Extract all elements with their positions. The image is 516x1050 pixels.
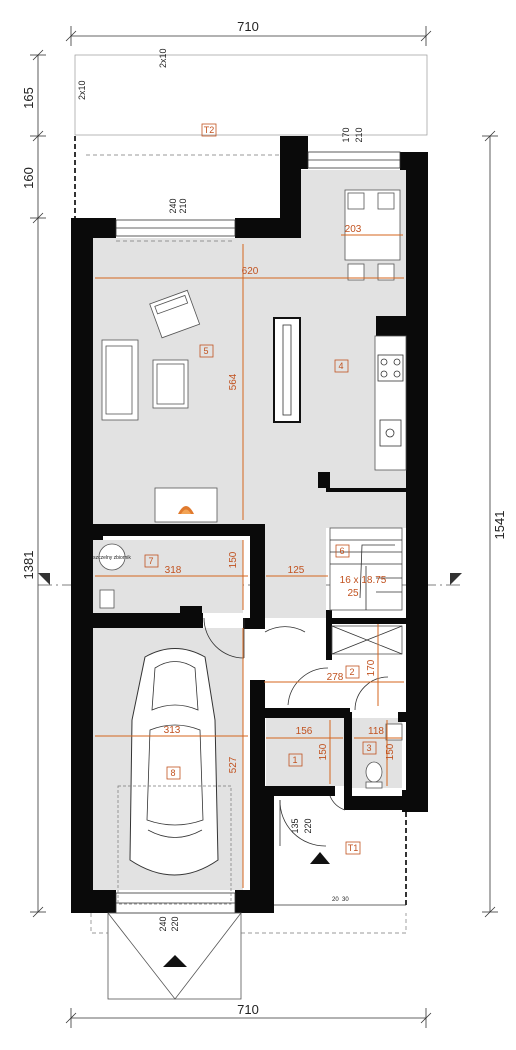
dim-278: 278 [327,672,344,683]
room-tag-6: 6 [339,546,344,556]
dim-left-165: 165 [21,87,36,109]
dim-width-bottom: 710 [237,1002,259,1017]
win-door-a: 135 [290,818,300,833]
dim-156: 156 [296,726,313,737]
win-kitchen-b: 210 [354,127,364,142]
win-door-b: 220 [303,818,313,833]
dim-left-160: 160 [21,167,36,189]
win-top-a: 240 [168,198,178,213]
windows [115,151,407,914]
dim-170-b: 170 [366,659,377,676]
win-garage-a: 240 [158,916,168,931]
dim-203: 203 [345,224,362,235]
dim-150-b: 150 [318,743,329,760]
win-kitchen-a: 170 [341,127,351,142]
room-tag-1: 1 [292,755,297,765]
dim-125: 125 [288,565,305,576]
furniture: szczelny zbiornik [93,189,407,905]
win-top-b: 210 [178,198,188,213]
room-tags: T2 1 2 3 4 5 6 7 8 T1 [144,123,377,855]
room-tag-3: 3 [366,743,371,753]
terrace-top: 2x10 2x10 [74,48,428,218]
dim-564: 564 [228,373,239,390]
room-tag-8: 8 [170,768,175,778]
boiler-note: szczelny zbiornik [93,555,131,561]
car-outline [117,648,232,905]
dim-527: 527 [228,756,239,773]
win-garage-b: 220 [170,916,180,931]
walls [71,136,428,913]
kon-label-2: 2x10 [158,48,168,68]
dim-620: 620 [242,266,259,277]
interior-dimension-lines [95,234,404,888]
rail-label-1: 20 [332,897,339,903]
dim-width-top: 710 [237,19,259,34]
room-tag-2: 2 [349,667,354,677]
dim-150-c: 150 [385,743,396,760]
dim-118: 118 [368,726,384,737]
garage-approach [90,852,407,1000]
rail-label-2: 30 [342,897,349,903]
window-dimensions: 240 210 170 210 135 220 240 220 20 30 [158,127,364,931]
room-tag-4: 4 [338,361,343,371]
room-tag-T1: T1 [348,843,359,853]
dim-313: 313 [164,725,181,736]
kon-label-1: 2x10 [77,80,87,100]
dim-right-1541: 1541 [492,511,507,540]
room-tag-5: 5 [203,346,208,356]
dim-25: 25 [347,588,359,599]
room-tag-7: 7 [148,556,153,566]
interior-dimensions: 620 564 203 318 150 125 16 x 18.75 25 27… [164,224,396,773]
dim-left-1381: 1381 [21,551,36,580]
dim-150-a: 150 [228,551,239,568]
room-tag-T2: T2 [204,125,215,135]
dim-16x1875: 16 x 18.75 [340,575,387,586]
dim-318: 318 [165,565,182,576]
